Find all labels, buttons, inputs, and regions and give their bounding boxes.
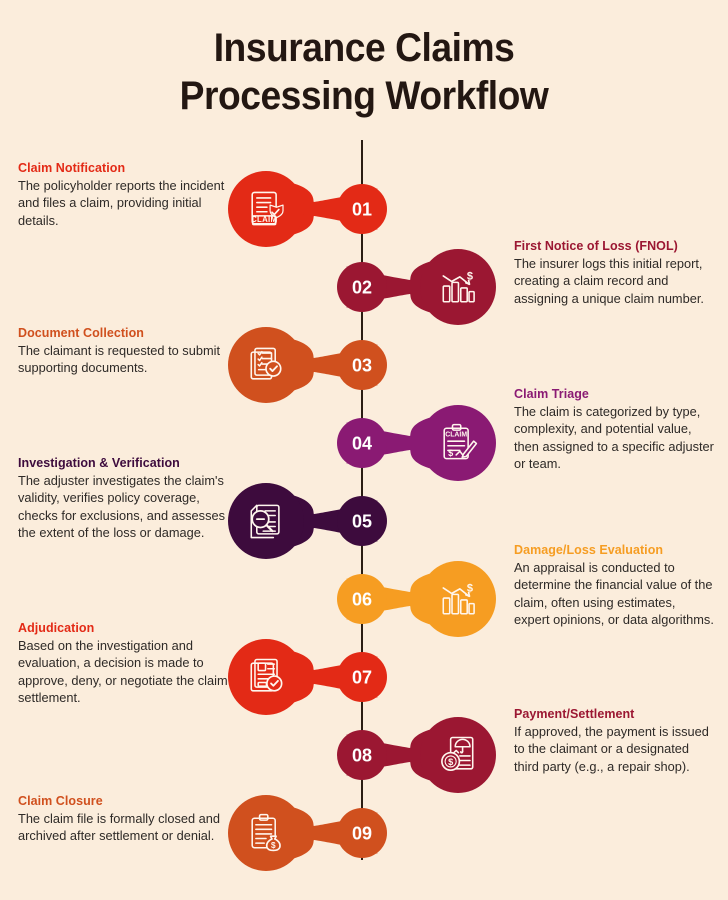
- step-text-block-02: First Notice of Loss (FNOL) The insurer l…: [514, 238, 714, 307]
- step-heading-02: First Notice of Loss (FNOL): [514, 239, 678, 253]
- step-icon-circle: [228, 639, 304, 715]
- clipboard-money-bag-icon: $: [251, 813, 281, 852]
- step-description-06: An appraisal is conducted to determine t…: [514, 560, 714, 627]
- step-icon-circle: [228, 483, 304, 559]
- workflow-node-03: 03: [228, 327, 387, 403]
- documents-checklist-check-icon: [250, 347, 282, 380]
- node-connector: [346, 412, 477, 474]
- node-connector: [247, 178, 378, 240]
- node-connector: [346, 568, 477, 630]
- step-description-02: The insurer logs this initial report, cr…: [514, 256, 704, 306]
- svg-text:CLAIM: CLAIM: [251, 215, 277, 224]
- step-description-01: The policyholder reports the incident an…: [18, 178, 225, 228]
- page-title: Insurance Claims Processing Workflow: [0, 24, 728, 120]
- step-text-block-06: Damage/Loss Evaluation An appraisal is co…: [514, 542, 714, 628]
- step-heading-04: Claim Triage: [514, 387, 589, 401]
- step-heading-06: Damage/Loss Evaluation: [514, 543, 664, 557]
- declining-bar-chart-dollar-icon: $: [442, 271, 475, 303]
- svg-text:$: $: [448, 757, 453, 767]
- svg-text:CLAIM: CLAIM: [445, 432, 467, 439]
- svg-text:$: $: [271, 841, 276, 850]
- step-heading-09: Claim Closure: [18, 794, 103, 808]
- declining-bar-chart-dollar-icon: $: [442, 583, 475, 615]
- svg-text:$: $: [448, 448, 453, 458]
- timeline-spine: [361, 140, 363, 860]
- node-connector: [247, 490, 378, 552]
- page-title-line-2: Processing Workflow: [179, 74, 549, 118]
- step-text-block-08: Payment/Settlement If approved, the payme…: [514, 706, 714, 775]
- svg-text:$: $: [467, 271, 473, 283]
- step-icon-circle: [420, 405, 496, 481]
- magnifier-documents-icon: [250, 504, 280, 539]
- step-heading-08: Payment/Settlement: [514, 707, 635, 721]
- page-title-line-1: Insurance Claims: [213, 26, 515, 70]
- workflow-node-05: 05: [228, 483, 387, 559]
- step-icon-circle: [420, 561, 496, 637]
- step-description-05: The adjuster investigates the claim's va…: [18, 473, 225, 540]
- node-connector: [346, 724, 477, 786]
- step-heading-05: Investigation & Verification: [18, 456, 180, 470]
- step-description-08: If approved, the payment is issued to th…: [514, 724, 709, 774]
- step-heading-07: Adjudication: [18, 621, 95, 635]
- claim-document-shield-icon: CLAIM: [251, 191, 284, 226]
- node-connector: [247, 802, 378, 864]
- clipboard-claim-pen-icon: CLAIM $: [443, 423, 478, 460]
- step-description-04: The claim is categorized by type, comple…: [514, 404, 714, 471]
- svg-text:$: $: [467, 583, 473, 595]
- node-connector: [346, 256, 477, 318]
- step-heading-03: Document Collection: [18, 326, 144, 340]
- step-icon-circle: [228, 327, 304, 403]
- node-connector: [247, 646, 378, 708]
- step-icon-circle: [420, 249, 496, 325]
- step-icon-circle: [420, 717, 496, 793]
- step-heading-01: Claim Notification: [18, 161, 126, 175]
- document-decision-check-icon: [250, 658, 283, 692]
- step-icon-circle: [228, 795, 304, 871]
- step-description-03: The claimant is requested to submit supp…: [18, 343, 221, 376]
- policy-umbrella-coin-icon: $: [441, 736, 474, 772]
- workflow-node-07: 07: [228, 639, 387, 715]
- step-icon-circle: [228, 171, 304, 247]
- node-connector: [247, 334, 378, 396]
- step-description-07: Based on the investigation and evaluatio…: [18, 638, 228, 705]
- step-description-09: The claim file is formally closed and ar…: [18, 811, 220, 844]
- workflow-node-09: 09$: [228, 795, 387, 871]
